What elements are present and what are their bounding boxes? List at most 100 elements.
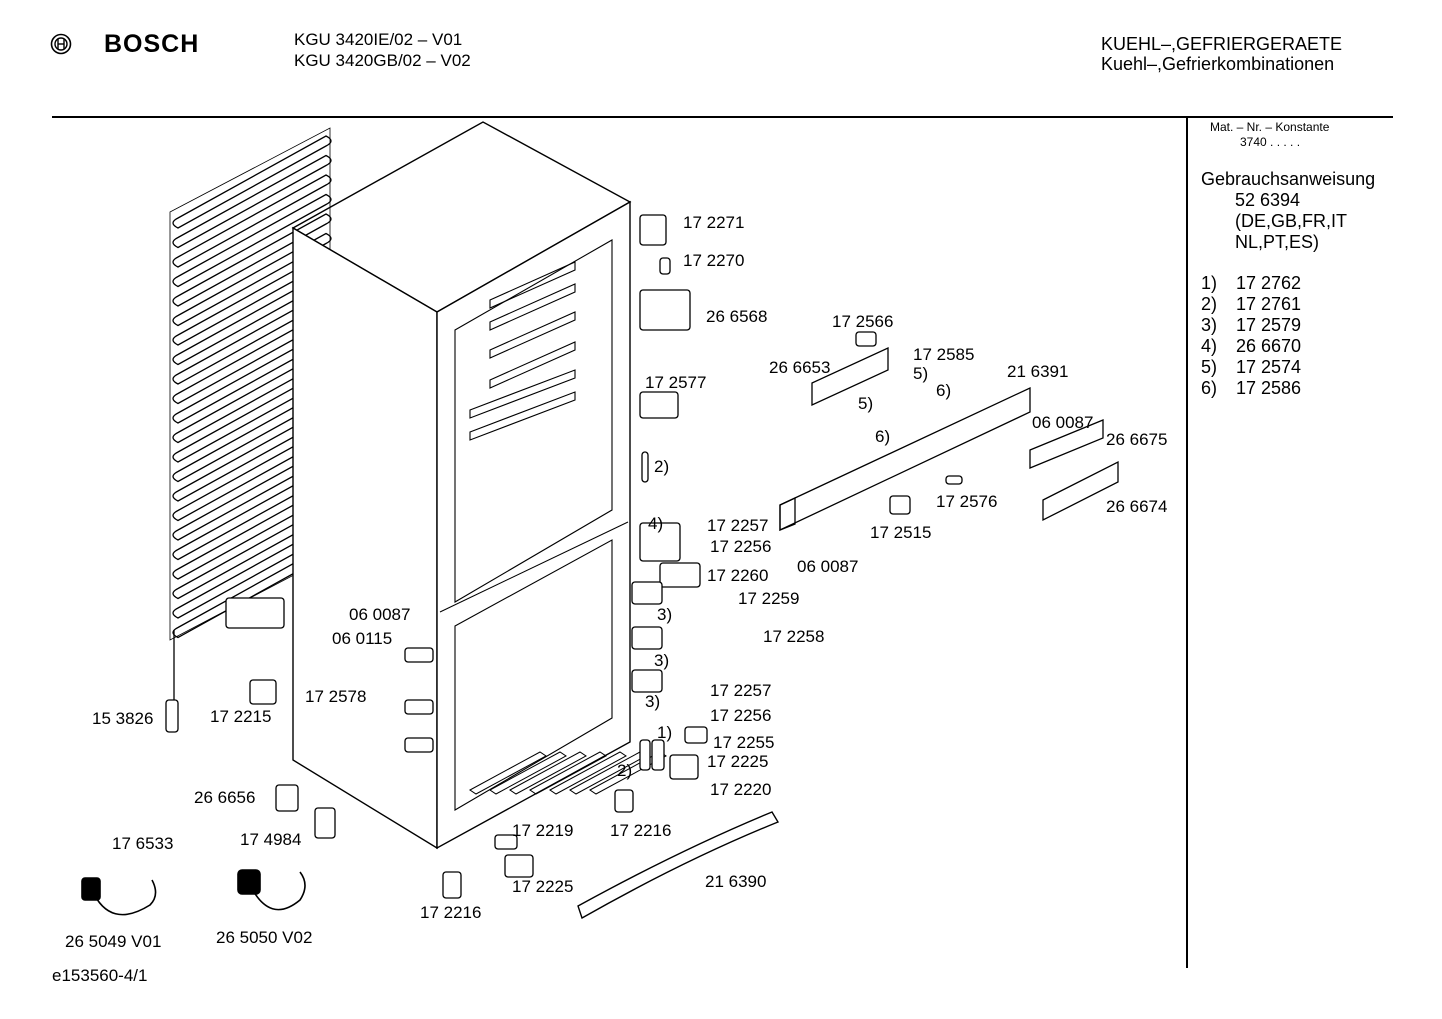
footnote-key: 1) [1201,273,1218,293]
drawer-rib [509,751,587,795]
part-glyph [889,495,911,515]
part-number-label: 17 2256 [710,537,771,556]
mat-nr-value: 3740 . . . . . [1240,135,1301,149]
part-glyph [614,789,634,813]
drawer-rib [589,751,667,795]
part-glyph [504,854,534,878]
footnote-callout: 5) [913,364,928,383]
shelf-rail [489,311,576,359]
part-number-label: 21 6390 [705,872,766,891]
footnote-callout: 1) [657,723,672,742]
footnote-part-number: 17 2761 [1236,294,1302,314]
part-glyph [639,214,667,246]
drawer-rib [469,751,547,795]
part-glyph [639,289,691,331]
part-glyph [639,739,651,771]
part-number-label: 17 2577 [645,373,706,392]
drawer-rib [549,751,627,795]
shelf-rail [489,261,576,309]
footnote-callout: 3) [645,692,660,711]
coil-loop [172,135,332,229]
part-number-label: 17 2576 [936,492,997,511]
part-number-label: 17 2578 [305,687,366,706]
shelf-rail [469,369,576,419]
part-glyph [442,871,462,899]
footnote-callout: 2) [654,457,669,476]
part-glyph [314,807,336,839]
footnote-callout: 2) [617,761,632,780]
footnote-part-number: 17 2579 [1236,315,1302,335]
footnote-part-number: 17 2574 [1236,357,1302,377]
part-glyph [639,522,681,562]
part-number-label: 17 2258 [763,627,824,646]
part-number-label: 17 2255 [713,733,774,752]
part-glyph [855,331,877,347]
shelf-rail [469,391,576,441]
control-panel-bar [779,346,1119,532]
part-number-label: 17 2216 [420,903,481,922]
part-number-label: 17 2225 [707,752,768,771]
part-number-label: 17 2271 [683,213,744,232]
drawing-id: e153560-4/1 [52,966,148,985]
part-number-label: 17 2219 [512,821,573,840]
part-glyph [945,475,963,485]
part-number-label: 17 2256 [710,706,771,725]
part-number-label: 17 2260 [707,566,768,585]
coil-loop [172,193,332,288]
part-number-label: 17 2270 [683,251,744,270]
part-glyph [404,699,434,715]
part-number-label: 17 2215 [210,707,271,726]
footnote-callout: 4) [648,514,663,533]
shelf-rail [489,341,576,389]
model-v02: KGU 3420GB/02 – V02 [294,51,471,70]
part-glyph [669,754,699,780]
part-glyph [641,451,649,483]
part-number-label: 26 5050 V02 [216,928,312,947]
part-number-label: 26 5049 V01 [65,932,161,951]
part-number-label: 17 6533 [112,834,173,853]
part-number-label: 26 6675 [1106,430,1167,449]
part-number-label: 26 6674 [1106,497,1167,516]
coil-loop [172,232,332,327]
part-number-label: 17 2220 [710,780,771,799]
part-number-label: 21 6391 [1007,362,1068,381]
brand-name: BOSCH [104,30,200,58]
part-glyph [275,784,299,812]
footnote-part-number: 17 2762 [1236,273,1302,293]
bosch-logo-icon [50,33,72,55]
part-number-label: 17 2259 [738,589,799,608]
footnote-callout: 3) [657,605,672,624]
part-glyph [659,562,701,588]
fridge-cabinet [291,121,667,850]
part-glyph [631,626,663,650]
footnote-callout: 6) [936,381,951,400]
part-number-label: 17 2225 [512,877,573,896]
part-glyph [249,679,277,705]
coil-loop [172,213,332,307]
part-glyph [404,737,434,753]
footnote-key: 4) [1201,336,1218,356]
shelf-rail [489,283,576,331]
part-number-label: 17 2216 [610,821,671,840]
footnote-key: 2) [1201,294,1218,314]
manual-languages-line2: NL,PT,ES) [1235,232,1320,252]
part-number-label: 17 4984 [240,830,301,849]
part-glyph [631,581,663,605]
manual-title: Gebrauchsanweisung [1201,169,1376,189]
part-number-label: 17 2566 [832,312,893,331]
part-number-label: 26 6568 [706,307,767,326]
part-number-label: 17 2585 [913,345,974,364]
part-number-label: 15 3826 [92,709,153,728]
manual-languages-line1: (DE,GB,FR,IT [1235,211,1347,231]
part-glyph [684,726,708,744]
footnote-callout: 6) [875,427,890,446]
header-divider [52,116,1393,118]
small-parts [165,214,963,899]
part-glyph [165,699,179,733]
footnote-part-number: 26 6670 [1236,336,1302,356]
part-number-label: 06 0087 [349,605,410,624]
mat-nr-label: Mat. – Nr. – Konstante [1210,120,1330,134]
part-number-label: 26 6656 [194,788,255,807]
footnote-callout: 5) [858,394,873,413]
